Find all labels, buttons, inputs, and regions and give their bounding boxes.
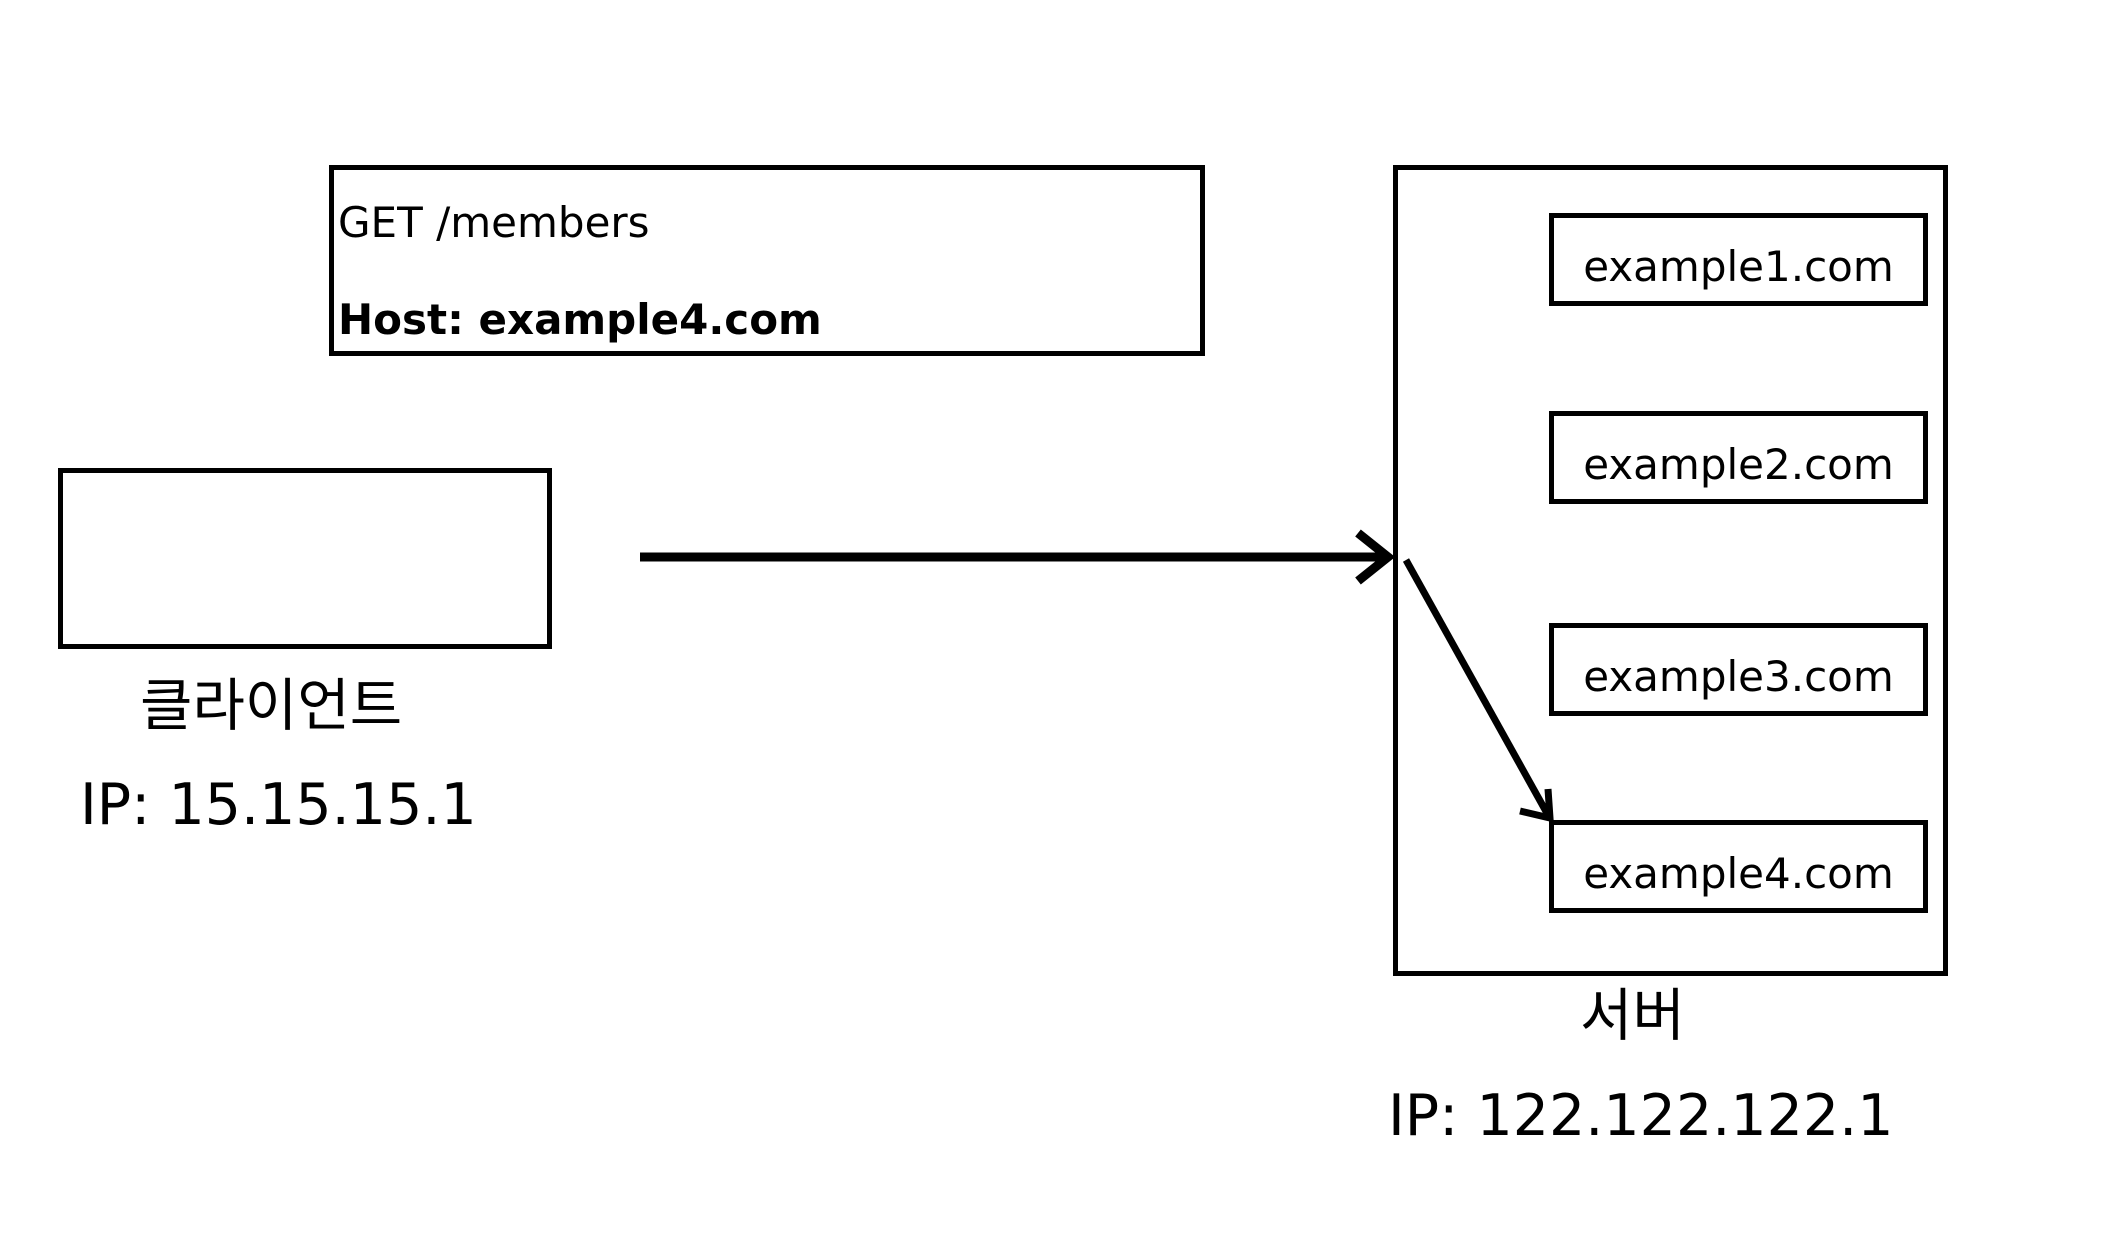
request-host-header: Host: example4.com — [338, 295, 822, 344]
server-ip-label: IP: 122.122.122.1 — [1388, 1083, 1894, 1149]
client-to-server-arrowhead — [1355, 529, 1396, 585]
virtual-host-example3: example3.com — [1549, 623, 1928, 716]
http-request-box: GET /members Host: example4.com — [329, 165, 1205, 356]
request-method-line: GET /members — [338, 198, 650, 247]
client-label: 클라이언트 — [140, 673, 403, 739]
virtual-host-example1: example1.com — [1549, 213, 1928, 306]
virtual-host-example2: example2.com — [1549, 411, 1928, 504]
server-label: 서버 — [1580, 983, 1685, 1049]
server-box: example1.com example2.com example3.com e… — [1393, 165, 1948, 976]
client-ip-label: IP: 15.15.15.1 — [80, 772, 477, 838]
client-box — [58, 468, 552, 649]
virtual-host-example4: example4.com — [1549, 820, 1928, 913]
